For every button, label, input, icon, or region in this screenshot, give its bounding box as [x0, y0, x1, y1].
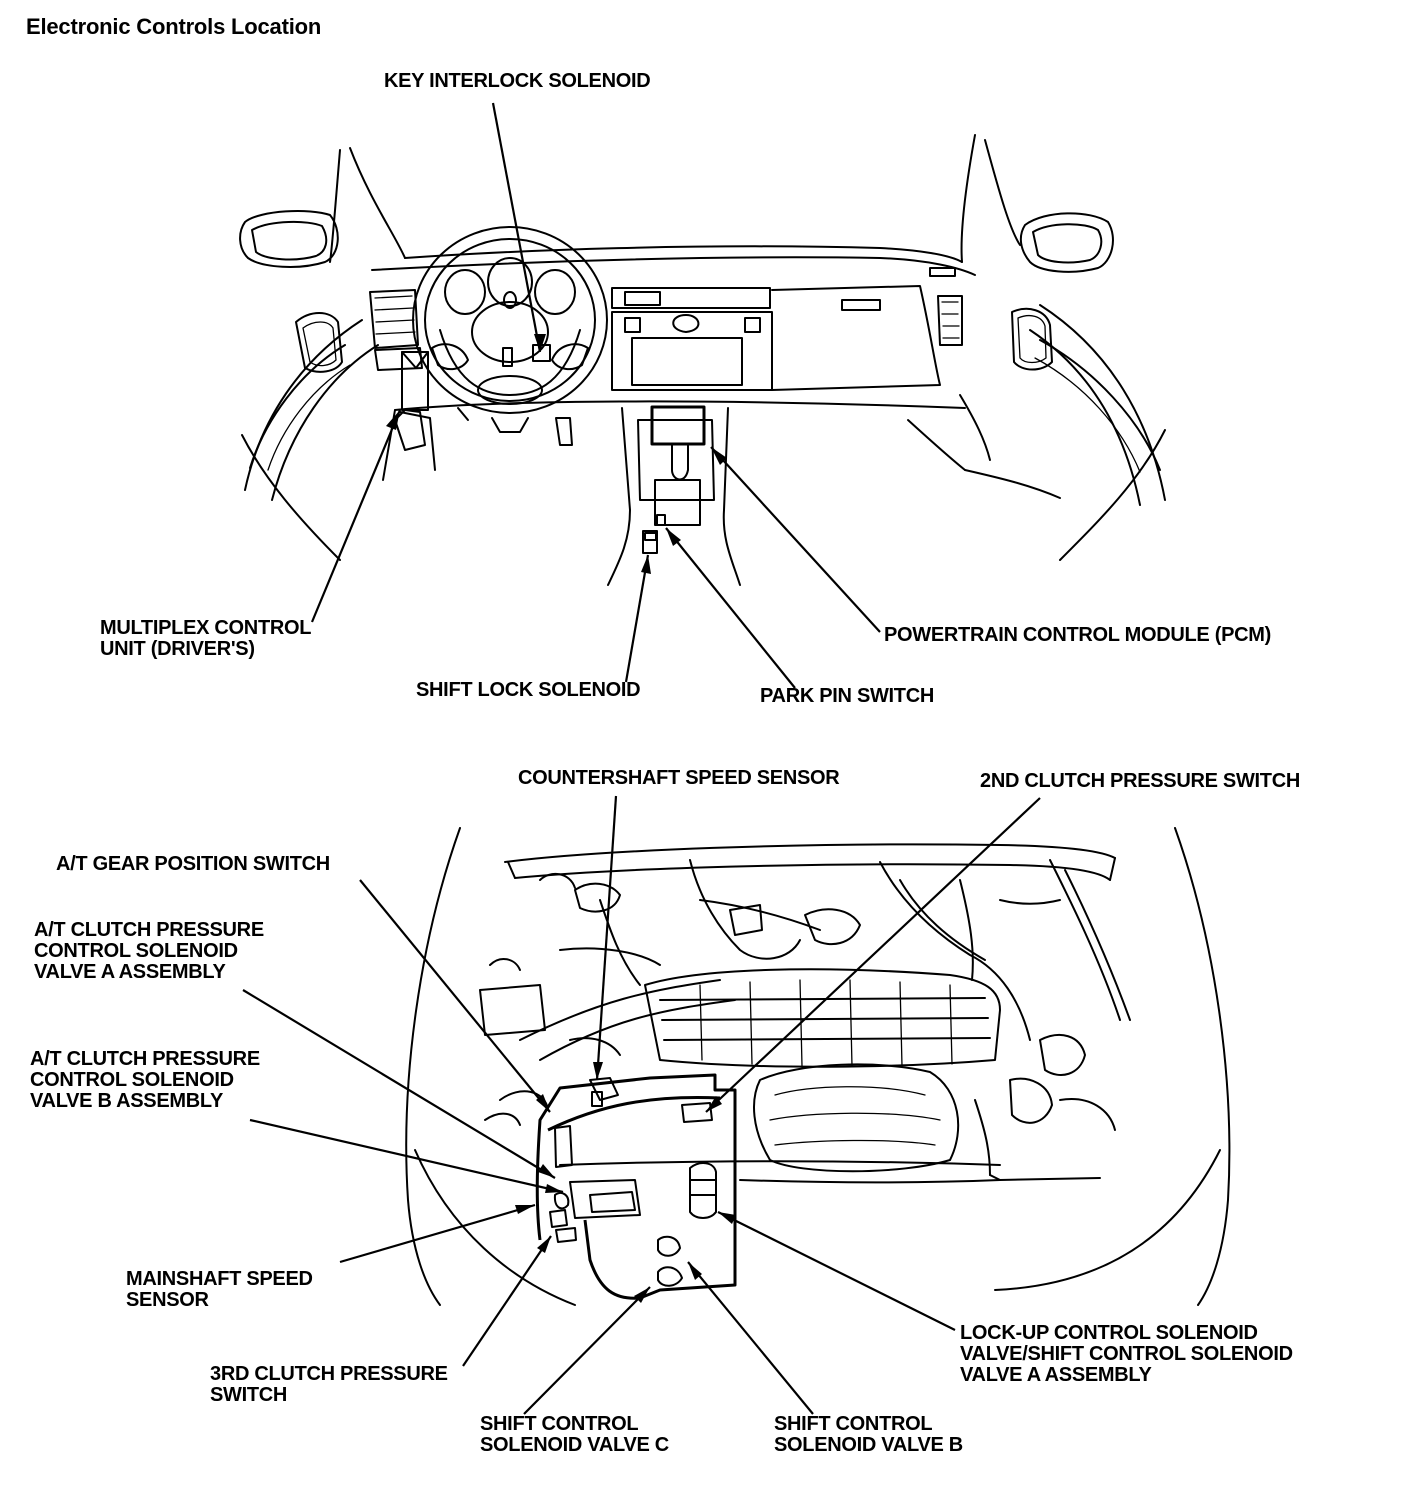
label-park-pin-switch: PARK PIN SWITCH	[760, 685, 935, 707]
label-shift-control-solenoid-c: SHIFT CONTROL SOLENOID VALVE C	[480, 1413, 669, 1456]
label-countershaft-speed-sensor: COUNTERSHAFT SPEED SENSOR	[518, 767, 840, 789]
label-mainshaft-speed-sensor: MAINSHAFT SPEED SENSOR	[126, 1268, 313, 1311]
page-title: Electronic Controls Location	[26, 14, 322, 39]
label-lockup-control-solenoid: LOCK-UP CONTROL SOLENOID VALVE/SHIFT CON…	[960, 1322, 1293, 1386]
label-valve-a-assembly: A/T CLUTCH PRESSURE CONTROL SOLENOID VAL…	[34, 919, 264, 983]
label-multiplex-control-unit: MULTIPLEX CONTROL UNIT (DRIVER'S)	[100, 617, 312, 660]
label-2nd-clutch-pressure-switch: 2ND CLUTCH PRESSURE SWITCH	[980, 770, 1300, 792]
label-valve-b-assembly: A/T CLUTCH PRESSURE CONTROL SOLENOID VAL…	[30, 1048, 260, 1112]
label-at-gear-position-switch: A/T GEAR POSITION SWITCH	[56, 853, 330, 875]
label-shift-control-solenoid-b: SHIFT CONTROL SOLENOID VALVE B	[774, 1413, 963, 1456]
label-3rd-clutch-pressure-switch: 3RD CLUTCH PRESSURE SWITCH	[210, 1363, 448, 1406]
label-powertrain-control-module: POWERTRAIN CONTROL MODULE (PCM)	[884, 624, 1271, 646]
label-key-interlock-solenoid: KEY INTERLOCK SOLENOID	[384, 70, 651, 92]
label-shift-lock-solenoid: SHIFT LOCK SOLENOID	[416, 679, 641, 701]
